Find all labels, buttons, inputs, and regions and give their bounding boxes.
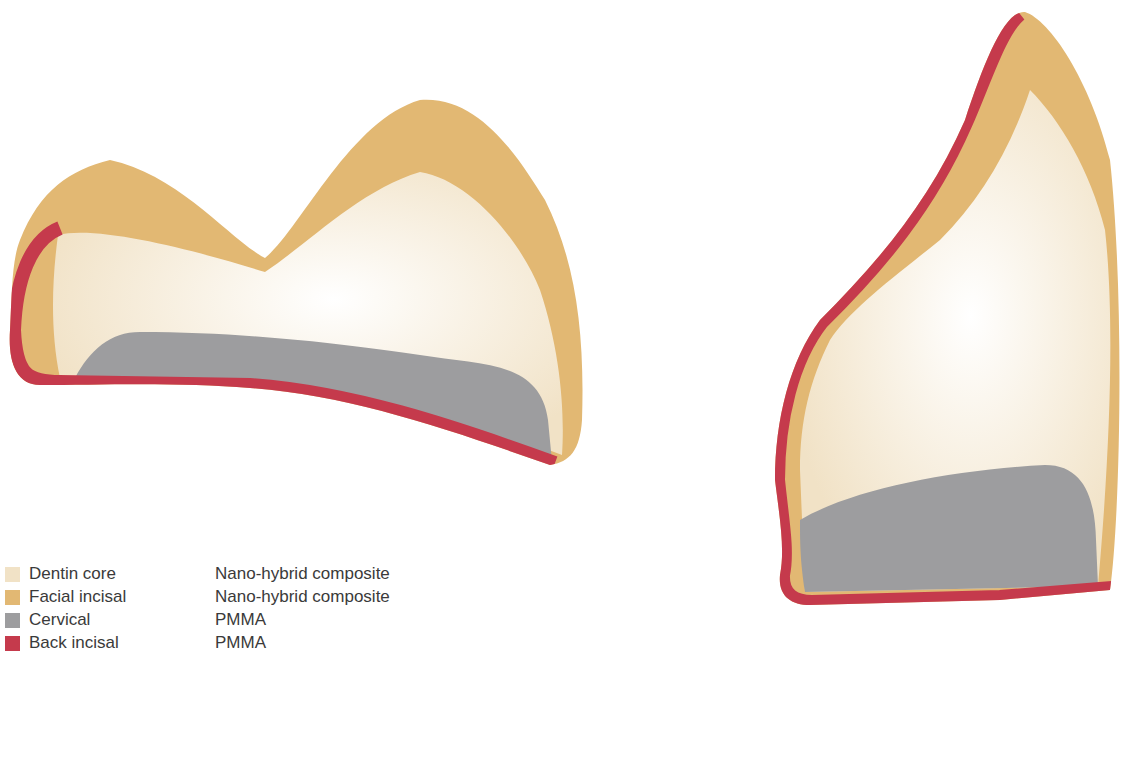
material-label: Nano-hybrid composite (215, 564, 390, 584)
material-label: PMMA (215, 610, 266, 630)
legend-text: Cervical (29, 610, 90, 630)
facial-incisal-layer (10, 100, 583, 465)
legend-text: Dentin core (29, 564, 116, 584)
legend-swatch (5, 567, 20, 582)
legend-entry: Facial incisal (5, 587, 205, 609)
material-label: Nano-hybrid composite (215, 587, 390, 607)
legend-text: Facial incisal (29, 587, 126, 607)
legend-swatch (5, 613, 20, 628)
dentin-core-layer (800, 90, 1110, 592)
back-incisal-layer (14, 228, 555, 463)
back-incisal-layer (778, 14, 1112, 602)
legend-entry: Cervical (5, 610, 205, 632)
left-tooth-section (10, 100, 583, 465)
legend-entry: Dentin core (5, 564, 205, 586)
material-label: PMMA (215, 633, 266, 653)
legend-entry: Back incisal (5, 633, 205, 655)
legend-swatch (5, 636, 20, 651)
cervical-layer (800, 465, 1098, 592)
right-tooth-section (775, 12, 1119, 605)
legend-text: Back incisal (29, 633, 119, 653)
legend-swatch (5, 590, 20, 605)
facial-incisal-layer (775, 12, 1119, 605)
cervical-layer (75, 332, 552, 462)
